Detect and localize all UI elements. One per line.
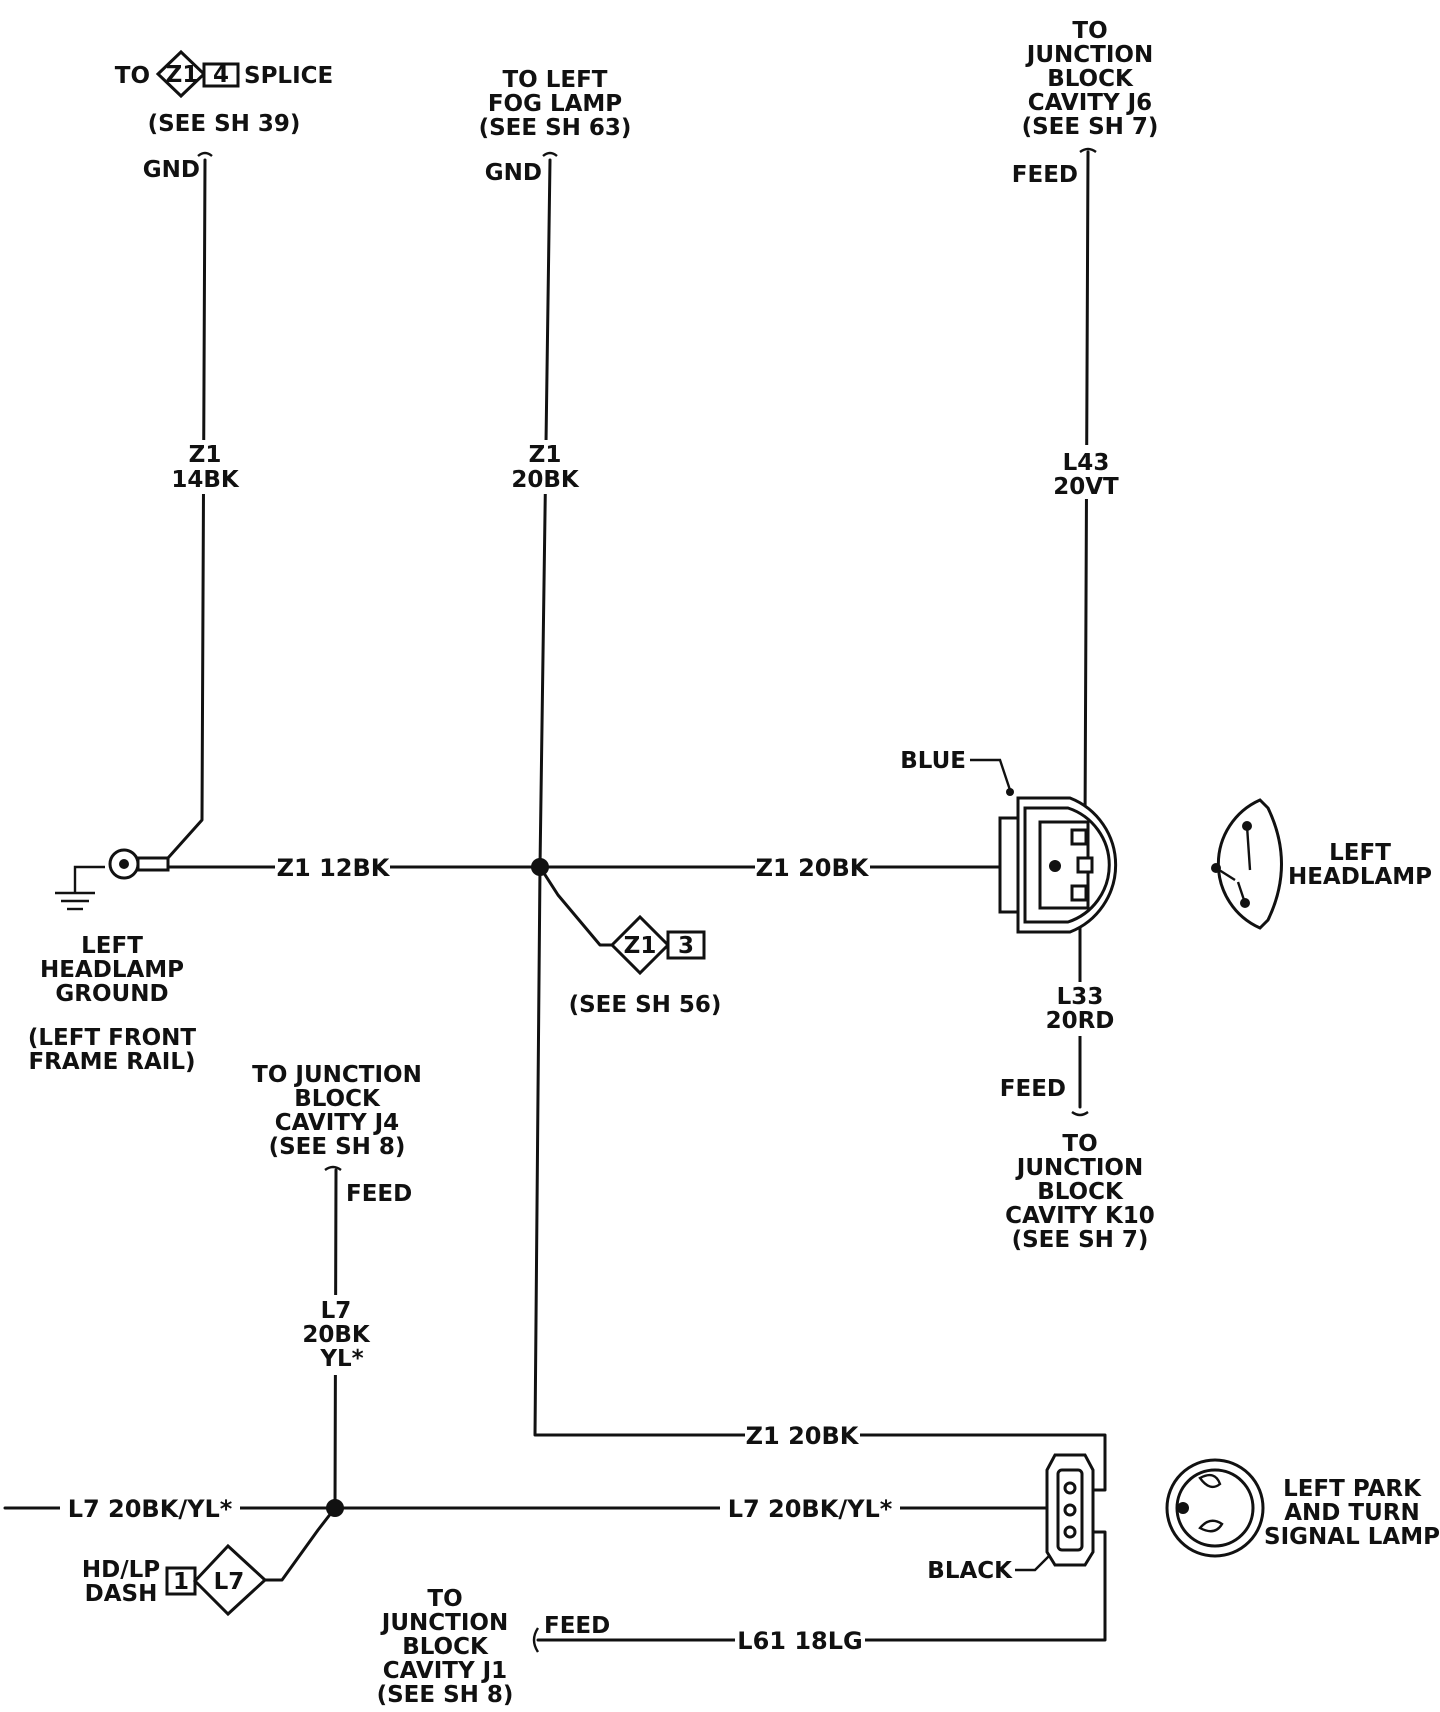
junction-k10-line4: CAVITY K10 [1005, 1203, 1155, 1229]
fog-lamp-see-sheet: (SEE SH 63) [479, 115, 632, 141]
ground-line3: GROUND [55, 981, 168, 1007]
hd-lp-connector [165, 1543, 268, 1617]
top-left-to-label: TO [115, 63, 150, 89]
top-left-connector-id: Z1 [166, 62, 199, 88]
top-left-splice-label: SPLICE [244, 63, 333, 89]
junction-j6-see-sheet: (SEE SH 7) [1022, 114, 1159, 140]
wire-l43-circuit: L43 [1063, 450, 1110, 476]
splice-dots [326, 858, 549, 1517]
park-lamp-line2: AND TURN [1284, 1500, 1419, 1526]
junction-j1-line3: BLOCK [402, 1634, 489, 1660]
headlamp-connector [970, 758, 1118, 934]
park-connector-color: BLACK [927, 1558, 1013, 1584]
junction-j6-line2: JUNCTION [1025, 42, 1153, 68]
wire-l7-circuit: L7 [321, 1298, 352, 1324]
fog-lamp-gnd: GND [485, 160, 542, 186]
hook-fog [542, 151, 558, 157]
wire-l33-gauge: 20RD [1046, 1008, 1115, 1034]
hd-lp-line1: HD/LP [82, 1557, 160, 1583]
wire-hooks [197, 147, 1097, 1653]
ground-line4: (LEFT FRONT [28, 1025, 197, 1051]
ground-line1: LEFT [81, 933, 143, 959]
park-turn-connector [1015, 1453, 1095, 1572]
junction-j1-line4: CAVITY J1 [383, 1658, 507, 1684]
hook-top-left [197, 151, 213, 157]
wire-l7-branch-hdlp [263, 1506, 337, 1582]
splice-sh56-connector-id: Z1 [624, 933, 657, 959]
junction-k10-line3: BLOCK [1037, 1179, 1124, 1205]
hd-lp-connector-pin: 1 [173, 1569, 189, 1595]
left-headlamp-symbol [1211, 798, 1283, 930]
wire-l43-gauge: 20VT [1053, 474, 1119, 500]
junction-j4-line2: BLOCK [294, 1086, 381, 1112]
labels: TO Z1 4 SPLICE (SEE SH 39) GND Z1 14BK T… [28, 18, 1440, 1708]
wire-l7-tracer: YL* [319, 1346, 363, 1372]
junction-k10-line2: JUNCTION [1015, 1155, 1143, 1181]
junction-j4-line3: CAVITY J4 [275, 1110, 399, 1136]
wire-z1-14bk-gauge: 14BK [171, 467, 240, 493]
headlamp-connector-color: BLUE [900, 748, 966, 774]
park-turn-lamp-symbol [1165, 1458, 1265, 1558]
junction-j6-line3: BLOCK [1047, 66, 1134, 92]
wires [3, 150, 1107, 1642]
hook-k10 [1071, 1111, 1089, 1117]
junction-k10-see-sheet: (SEE SH 7) [1012, 1227, 1149, 1253]
wire-z1-14bk-circuit: Z1 [189, 442, 222, 468]
connector-diamond-icon [192, 1543, 268, 1617]
wire-z1-12bk-label: Z1 12BK [277, 854, 391, 882]
junction-j1-line1: TO [427, 1586, 462, 1612]
left-headlamp-line1: LEFT [1329, 840, 1391, 866]
hd-lp-line2: DASH [85, 1581, 158, 1607]
park-lamp-line3: SIGNAL LAMP [1264, 1524, 1440, 1550]
hook-j1 [532, 1627, 540, 1653]
ground-symbol [55, 848, 170, 911]
wire-l33-circuit: L33 [1057, 984, 1104, 1010]
junction-j1-line2: JUNCTION [380, 1610, 508, 1636]
hook-j6 [1079, 147, 1097, 153]
park-lamp-line1: LEFT PARK [1283, 1476, 1422, 1502]
top-left-gnd: GND [143, 157, 200, 183]
junction-j6-line4: CAVITY J6 [1028, 90, 1152, 116]
ground-line2: HEADLAMP [40, 957, 184, 983]
top-left-see-sheet: (SEE SH 39) [148, 111, 301, 137]
wire-l61-label: L61 18LG [737, 1627, 862, 1655]
wire-z1-20bk-bottom-label: Z1 20BK [746, 1422, 860, 1450]
hook-j4 [324, 1165, 342, 1171]
junction-j1-feed: FEED [544, 1613, 610, 1639]
l7-splice-dot [326, 1499, 344, 1517]
wire-z1-20bk-vertical-circuit: Z1 [529, 442, 562, 468]
wire-branch-sh56 [538, 865, 614, 947]
wire-l7-gauge: 20BK [302, 1322, 371, 1348]
wire-z1-20bk-vertical-gauge: 20BK [511, 467, 580, 493]
splice-sh56-see-sheet: (SEE SH 56) [569, 992, 722, 1018]
junction-j4-see-sheet: (SEE SH 8) [269, 1134, 406, 1160]
wire-l7-right-label: L7 20BK/YL* [728, 1495, 893, 1523]
junction-j6-feed: FEED [1012, 162, 1078, 188]
top-left-connector-pin: 4 [213, 62, 229, 88]
left-headlamp-line2: HEADLAMP [1288, 864, 1432, 890]
wire-l7-left-label: L7 20BK/YL* [68, 1495, 233, 1523]
fog-lamp-line1: TO LEFT [502, 67, 607, 93]
junction-j6-line1: TO [1072, 18, 1107, 44]
label-backgrounds [60, 440, 1115, 1657]
wire-z1-20bk-horizontal-label: Z1 20BK [756, 854, 870, 882]
ground-line5: FRAME RAIL) [28, 1049, 195, 1075]
main-splice-dot [531, 858, 549, 876]
splice-connector-sh56 [609, 914, 706, 976]
wire-z1-14bk [166, 158, 207, 860]
junction-j4-feed: FEED [346, 1181, 412, 1207]
splice-connector-top-left [155, 49, 240, 99]
hd-lp-connector-id: L7 [214, 1569, 245, 1595]
junction-k10-line1: TO [1062, 1131, 1097, 1157]
splice-sh56-connector-pin: 3 [678, 933, 694, 959]
junction-k10-feed: FEED [1000, 1076, 1066, 1102]
junction-j4-line1: TO JUNCTION [252, 1062, 422, 1088]
fog-lamp-line2: FOG LAMP [488, 91, 622, 117]
junction-j1-see-sheet: (SEE SH 8) [377, 1682, 514, 1708]
